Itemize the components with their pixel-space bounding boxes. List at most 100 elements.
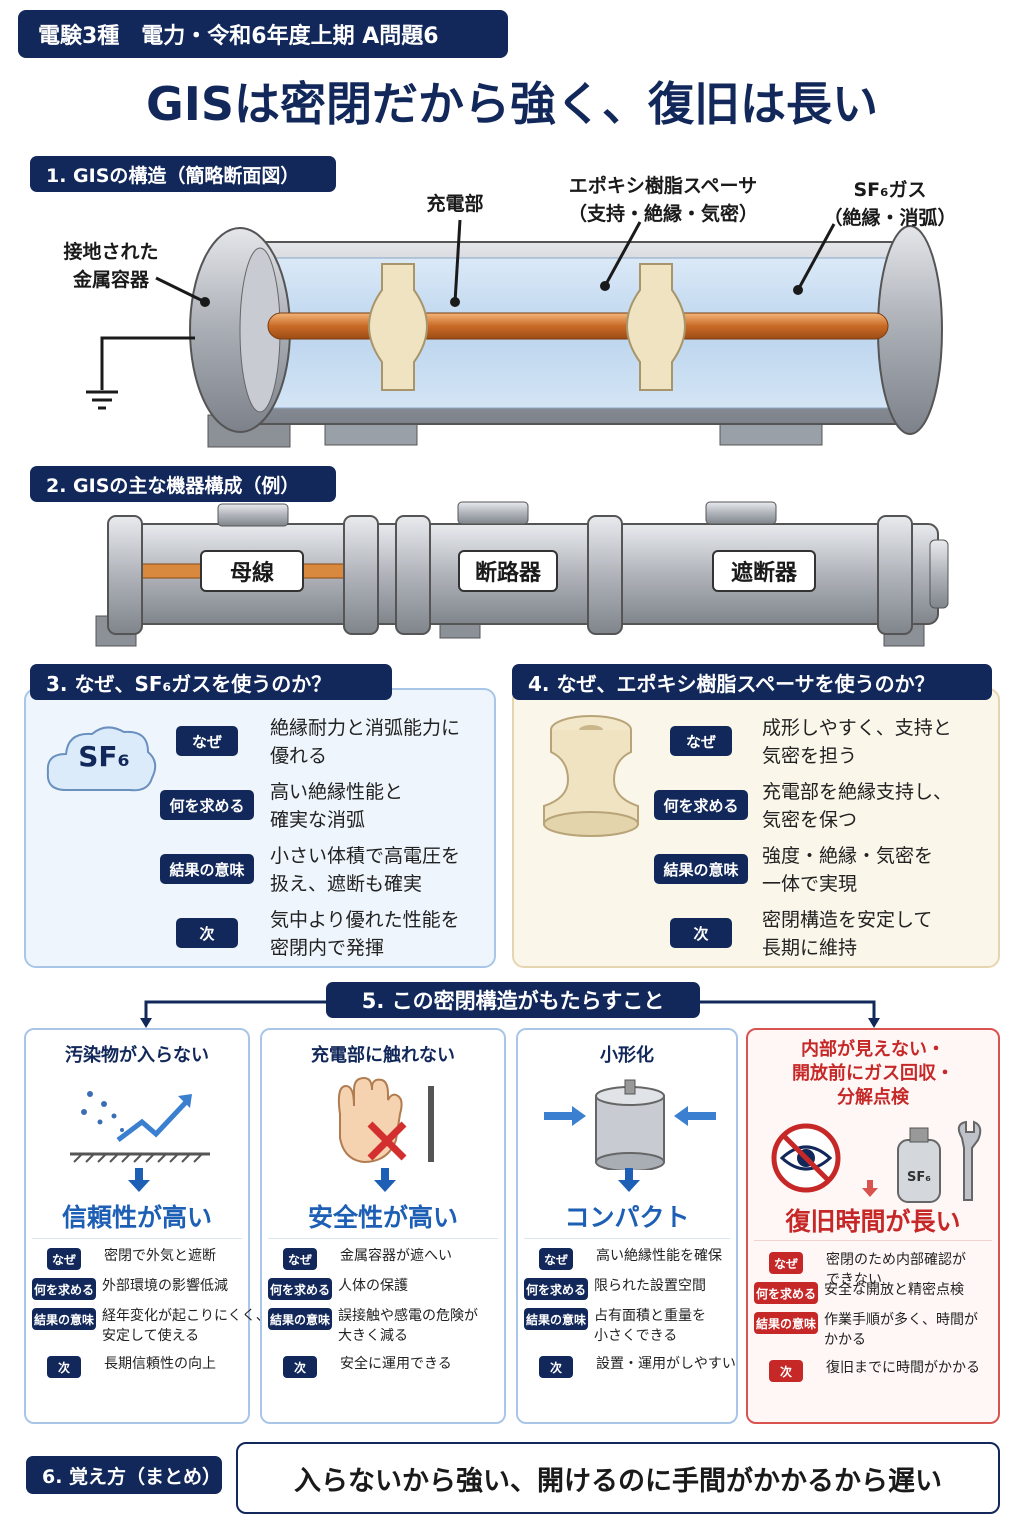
sf6-cloud-icon [46, 726, 157, 792]
row-tag: なぜ [283, 1248, 317, 1270]
row-text-line1: 安全な開放と精密点検 [824, 1282, 964, 1298]
col1-result: 信頼性が高い [61, 1203, 212, 1232]
row-text: 作業手順が多く、時間がかかる [824, 1310, 978, 1350]
row-text: 復旧までに時間がかかる [826, 1358, 980, 1378]
row-text: 安全な開放と精密点検 [824, 1280, 964, 1300]
row-text-line1: 密閉のため内部確認が [826, 1252, 966, 1268]
epoxy-spacer-1 [368, 263, 428, 391]
row-text-line2: 小さくできる [594, 1328, 678, 1344]
section-4-heading: 4. なぜ、エポキシ樹脂スペーサを使うのか？ [512, 664, 992, 700]
col1-title: 汚染物が入らない [65, 1045, 209, 1066]
col2-title: 充電部に触れない [311, 1045, 455, 1066]
row-text: 高い絶縁性能を確保 [596, 1246, 722, 1266]
label-conductor: 充電部 [426, 193, 484, 215]
inspection-icons [771, 1120, 982, 1203]
row-tag: 何を求める [160, 790, 254, 820]
sf6-cloud-label: SF₆ [78, 740, 130, 773]
row-text-line1: 設置・運用がしやすい [596, 1356, 736, 1372]
row-text-line1: 金属容器が遮へい [340, 1248, 452, 1264]
row-text-line1: 強度・絶縁・気密を [762, 845, 934, 867]
row-tag: 結果の意味 [754, 1312, 818, 1334]
row-text-line2: 優れる [270, 745, 328, 767]
unit-disconnector: 断路器 [458, 550, 558, 592]
row-text-line2: できない [826, 1272, 882, 1288]
row-tag: 次 [769, 1360, 803, 1382]
row-text-line1: 充電部を絶縁支持し、 [762, 781, 953, 803]
section-3-heading: 3. なぜ、SF₆ガスを使うのか？ [30, 664, 392, 700]
row-text: 密閉のため内部確認ができない [826, 1250, 966, 1290]
row-text-line2: 密閉内で発揮 [270, 937, 385, 959]
row-text: 経年変化が起こりにくく、安定して使える [102, 1306, 270, 1346]
col3-title: 小形化 [600, 1045, 654, 1066]
down-arrow-icon [618, 1168, 640, 1192]
col-compact: 小形化 コンパクト なぜ高い絶縁性能を確保何を求める限られた設置空間結果の意味占… [516, 1028, 738, 1424]
row-tag: 結果の意味 [160, 854, 254, 884]
wrench-icon [957, 1120, 982, 1201]
col4-title: 内部が見えない・開放前にガス回収・分解点検 [792, 1039, 954, 1108]
row-text-line1: 復旧までに時間がかかる [826, 1360, 980, 1376]
row-text-line1: 外部環境の影響低減 [102, 1278, 228, 1294]
row-text-line1: 成形しやすく、支持と [762, 717, 952, 739]
col2-result: 安全性が高い [307, 1203, 458, 1232]
row-text: 誤接触や感電の危険が大きく減る [338, 1306, 478, 1346]
row-text-line1: 安全に運用できる [340, 1356, 452, 1372]
row-text-line1: 人体の保護 [338, 1278, 408, 1294]
section-5-heading: 5. この密閉構造がもたらすこと [326, 982, 700, 1018]
row-text-line2: 気密を保つ [762, 809, 858, 831]
down-arrow-icon [862, 1180, 878, 1197]
hand-blocked-icon [337, 1076, 434, 1164]
row-text: 外部環境の影響低減 [102, 1276, 228, 1296]
row-text-line1: 経年変化が起こりにくく、 [102, 1308, 270, 1324]
row-tag: なぜ [47, 1248, 81, 1270]
label-epoxy-spacer: エポキシ樹脂スペーサ（支持・絶縁・気密） [567, 175, 758, 225]
row-text-line1: 占有面積と重量を [594, 1308, 706, 1324]
epoxy-spacer-2 [626, 263, 686, 391]
down-arrow-icon [128, 1168, 150, 1192]
row-text-line1: 密閉で外気と遮断 [104, 1248, 216, 1264]
row-text: 小さい体積で高電圧を扱え、遮断も確実 [270, 842, 460, 898]
row-text-line1: 絶縁耐力と消弧能力に [270, 717, 461, 739]
row-text: 強度・絶縁・気密を一体で実現 [762, 842, 933, 898]
row-tag: 次 [539, 1356, 573, 1378]
summary-phrase: 入らないから強い、開けるのに手間がかかるから遅い [236, 1442, 1000, 1514]
row-text-line1: 長期信頼性の向上 [104, 1356, 216, 1372]
col3-result: コンパクト [564, 1203, 690, 1232]
section-6-heading: 6. 覚え方（まとめ） [26, 1456, 222, 1494]
row-text-line2: 長期に維持 [762, 937, 858, 959]
row-text: 成形しやすく、支持と気密を担う [762, 714, 952, 770]
row-text: 絶縁耐力と消弧能力に優れる [270, 714, 460, 770]
ground-wire [100, 336, 195, 390]
row-text: 安全に運用できる [340, 1354, 452, 1374]
row-tag: 次 [670, 918, 732, 948]
label-sf6-gas: SF₆ガス（絶縁・消弧） [823, 179, 957, 229]
label-grounded-container: 接地された金属容器 [63, 241, 159, 291]
row-tag: 結果の意味 [654, 854, 748, 884]
row-text-line2: 大きく減る [338, 1328, 408, 1344]
row-tag: 何を求める [754, 1282, 818, 1304]
unit-busbar: 母線 [200, 550, 304, 592]
col-long-recovery: 内部が見えない・開放前にガス回収・分解点検 SF₆ 復旧時間が長い なぜ密閉のた… [746, 1028, 1000, 1424]
row-text: 充電部を絶縁支持し、気密を保つ [762, 778, 952, 834]
row-tag: 何を求める [268, 1278, 332, 1300]
row-text-line2: 安定して使える [102, 1328, 200, 1344]
compact-cylinder-icon [544, 1079, 716, 1170]
unit-circuit-breaker: 遮断器 [712, 550, 816, 592]
section-2-heading: 2. GISの主な機器構成（例） [30, 466, 336, 502]
row-text: 高い絶縁性能と確実な消弧 [270, 778, 403, 834]
section-1-heading: 1. GISの構造（簡略断面図） [30, 156, 336, 192]
row-text-line2: 確実な消弧 [270, 809, 366, 831]
row-text: 気中より優れた性能を密閉内で発揮 [270, 906, 460, 962]
down-arrow-icon [374, 1168, 396, 1192]
contamination-blocked-icon [70, 1091, 210, 1163]
row-text: 占有面積と重量を小さくできる [594, 1306, 706, 1346]
gas-bottle-label: SF₆ [907, 1170, 931, 1185]
row-tag: なぜ [176, 726, 238, 756]
col-no-contact: 充電部に触れない 安全性が高い なぜ金属容器が遮へい何を求める人体の保護結果の意… [260, 1028, 506, 1424]
row-text: 限られた設置空間 [594, 1276, 706, 1296]
row-text-line1: 密閉構造を安定して [762, 909, 933, 931]
row-text: 金属容器が遮へい [340, 1246, 452, 1266]
row-text-line2: 一体で実現 [762, 873, 858, 895]
row-text-line1: 限られた設置空間 [594, 1278, 706, 1294]
row-text-line1: 高い絶縁性能と [270, 781, 404, 803]
row-tag: なぜ [539, 1248, 573, 1270]
